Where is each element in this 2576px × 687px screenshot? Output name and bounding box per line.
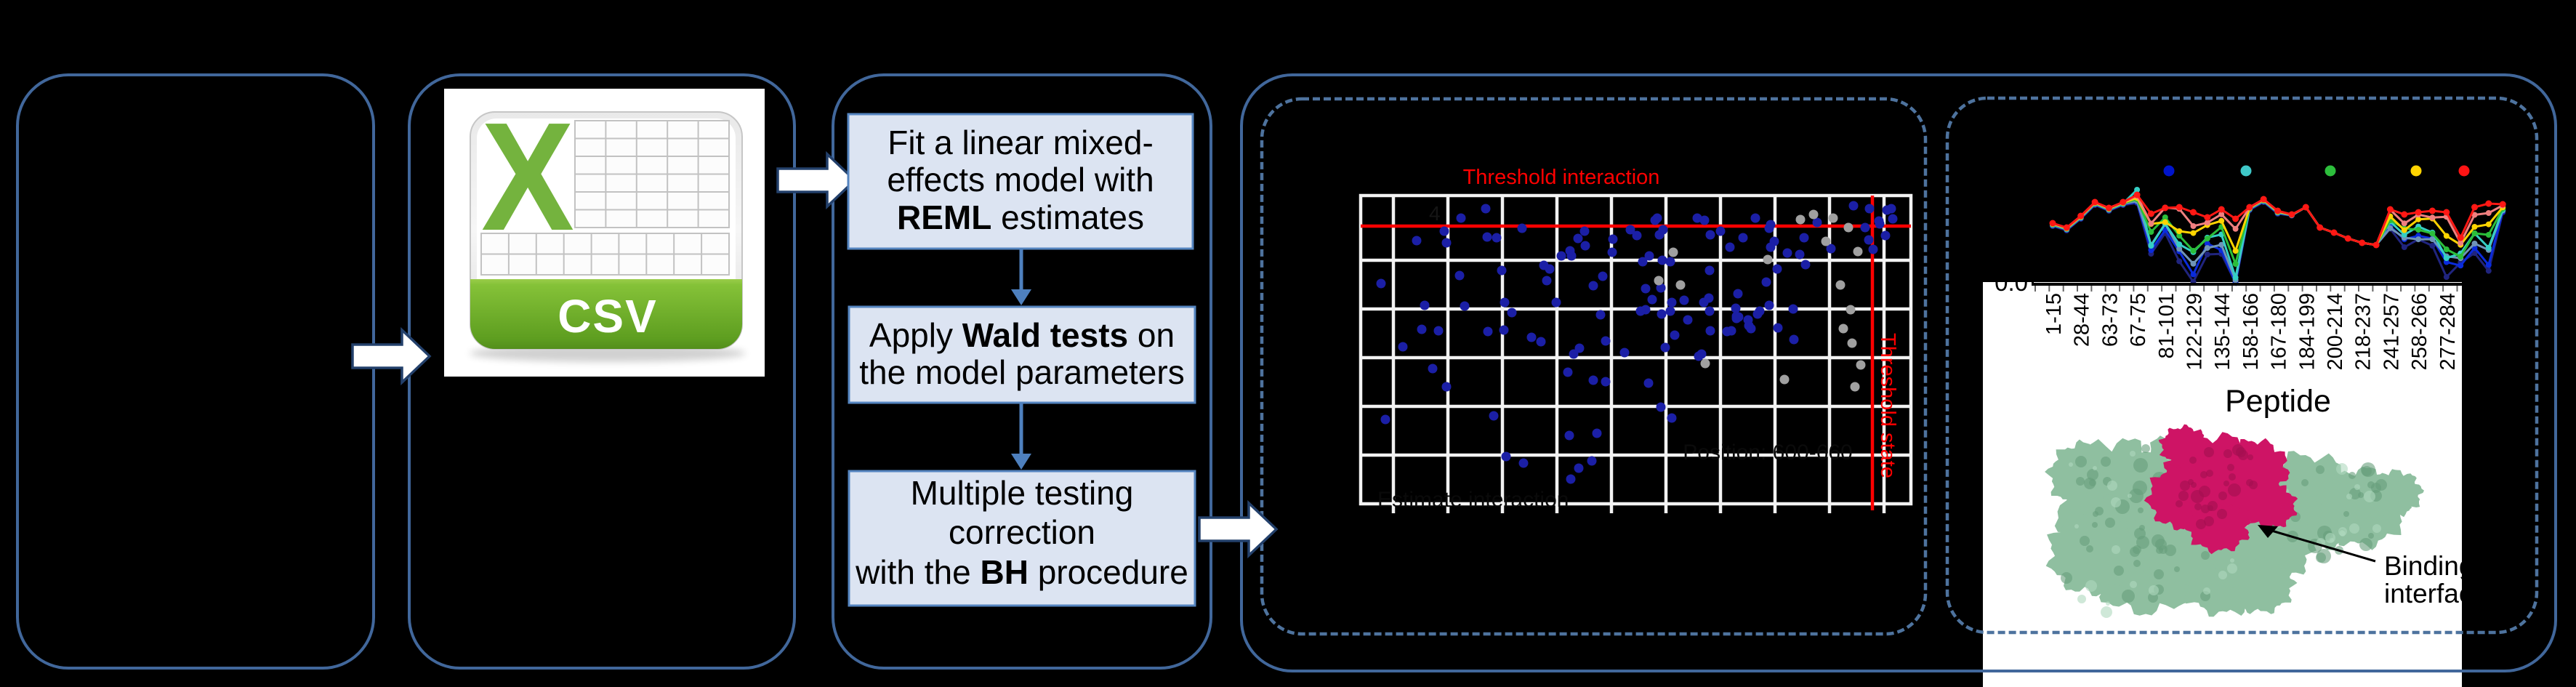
svg-text:1-15: 1-15	[2042, 293, 2066, 335]
svg-text:184-199: 184-199	[2295, 293, 2319, 370]
svg-text:277-284: 277-284	[2436, 293, 2460, 370]
svg-text:Threshold interaction: Threshold interaction	[1463, 166, 1660, 189]
svg-text:correction: correction	[949, 513, 1095, 551]
svg-text:Estimate interaction: Estimate interaction	[1377, 488, 1569, 512]
svg-text:158-166: 158-166	[2239, 293, 2263, 370]
svg-text:effects model with: effects model with	[887, 161, 1154, 198]
svg-text:81-101: 81-101	[2155, 293, 2178, 358]
svg-text:Fit a linear mixed-: Fit a linear mixed-	[887, 124, 1154, 161]
svg-text:REML estimates: REML estimates	[897, 198, 1144, 236]
svg-text:with the BH procedure: with the BH procedure	[855, 553, 1188, 591]
svg-text:122-129: 122-129	[2183, 293, 2207, 370]
svg-text:Position: 600-660: Position: 600-660	[1683, 441, 1853, 465]
svg-text:241-257: 241-257	[2380, 293, 2403, 370]
svg-text:X: X	[481, 90, 574, 262]
svg-text:Binding: Binding	[2384, 551, 2474, 581]
svg-text:Peptide: Peptide	[2225, 384, 2331, 419]
svg-text:interface: interface	[2384, 579, 2487, 608]
svg-text:28-44: 28-44	[2071, 293, 2094, 347]
svg-text:Apply Wald tests on: Apply Wald tests on	[869, 316, 1175, 354]
svg-text:135-144: 135-144	[2211, 293, 2234, 370]
svg-text:the model parameters: the model parameters	[859, 353, 1184, 391]
svg-text:63-73: 63-73	[2098, 293, 2122, 347]
svg-text:67-75: 67-75	[2127, 293, 2150, 347]
svg-text:4: 4	[1429, 202, 1441, 225]
svg-text:218-237: 218-237	[2352, 293, 2375, 370]
svg-text:Threshold state: Threshold state	[1876, 333, 1899, 478]
svg-text:0.0: 0.0	[1995, 269, 2028, 296]
svg-text:Multiple testing: Multiple testing	[911, 474, 1134, 512]
svg-text:167-180: 167-180	[2268, 293, 2291, 370]
svg-text:200-214: 200-214	[2324, 293, 2347, 370]
svg-text:258-266: 258-266	[2408, 293, 2431, 370]
svg-text:CSV: CSV	[558, 290, 658, 342]
